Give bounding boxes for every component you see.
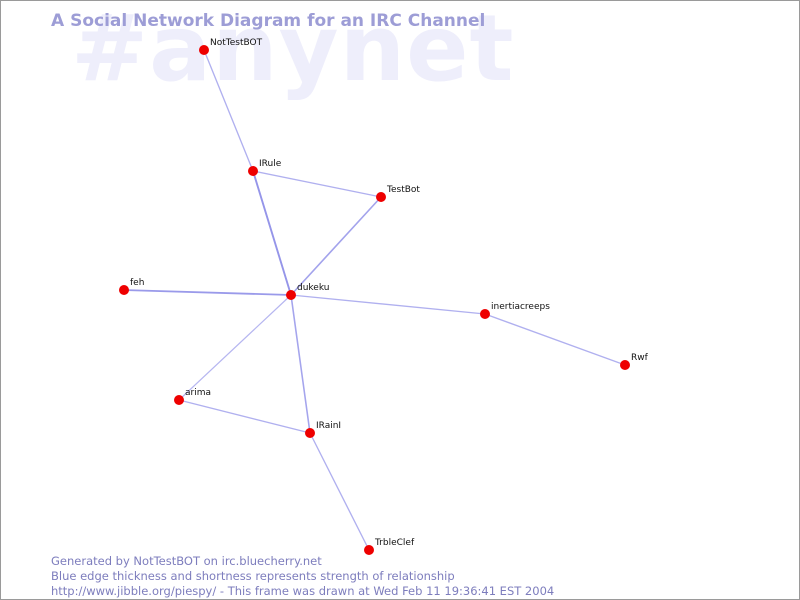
node-dot	[248, 166, 258, 176]
node-NotTestBOT: NotTestBOT	[199, 38, 263, 55]
node-label: feh	[130, 278, 144, 288]
edge-dukeku-inertiacreeps	[290, 294, 486, 315]
node-dukeku: dukeku	[286, 283, 329, 300]
node-feh: feh	[119, 278, 144, 295]
edge-NotTestBOT-IRule	[203, 49, 254, 172]
footer-source-timestamp: http://www.jibble.org/piespy/ - This fra…	[51, 584, 555, 598]
node-dot	[199, 45, 209, 55]
node-label: Rwf	[631, 353, 649, 363]
node-dot	[480, 309, 490, 319]
edge-IRule-TestBot	[252, 170, 382, 198]
node-inertiacreeps: inertiacreeps	[480, 302, 550, 319]
node-TestBot: TestBot	[376, 185, 420, 202]
node-dot	[620, 360, 630, 370]
node-dot	[364, 545, 374, 555]
node-Rwf: Rwf	[620, 353, 649, 370]
edge-arima-IRainI	[178, 399, 311, 434]
edge-inertiacreeps-Rwf	[484, 313, 626, 366]
node-arima: arima	[174, 388, 211, 405]
edge-IRule-dukeku	[252, 170, 292, 296]
footer-generated-by: Generated by NotTestBOT on irc.bluecherr…	[51, 554, 322, 568]
edge-dukeku-IRainI	[290, 294, 311, 434]
node-label: TrbleClef	[374, 538, 415, 548]
node-label: arima	[185, 388, 211, 398]
node-label: NotTestBOT	[210, 38, 263, 48]
node-label: dukeku	[297, 283, 329, 293]
node-dot	[119, 285, 129, 295]
edges-layer	[123, 49, 626, 551]
node-dot	[174, 395, 184, 405]
channel-name-watermark: #anynet	[71, 0, 515, 102]
node-label: TestBot	[386, 185, 420, 195]
node-IRule: IRule	[248, 159, 282, 176]
node-dot	[376, 192, 386, 202]
node-IRainI: IRainI	[305, 421, 341, 438]
node-label: IRule	[259, 159, 282, 169]
edge-dukeku-arima	[178, 294, 292, 401]
footer-legend-note: Blue edge thickness and shortness repres…	[51, 569, 455, 583]
node-dot	[305, 428, 315, 438]
node-label: inertiacreeps	[491, 302, 550, 312]
edge-TestBot-dukeku	[290, 196, 382, 296]
node-TrbleClef: TrbleClef	[364, 538, 415, 555]
node-dot	[286, 290, 296, 300]
edge-IRainI-TrbleClef	[309, 432, 370, 551]
node-label: IRainI	[316, 421, 341, 431]
diagram-title: A Social Network Diagram for an IRC Chan…	[51, 11, 486, 31]
edge-feh-dukeku	[123, 289, 292, 296]
footer: Generated by NotTestBOT on irc.bluecherr…	[51, 554, 554, 599]
